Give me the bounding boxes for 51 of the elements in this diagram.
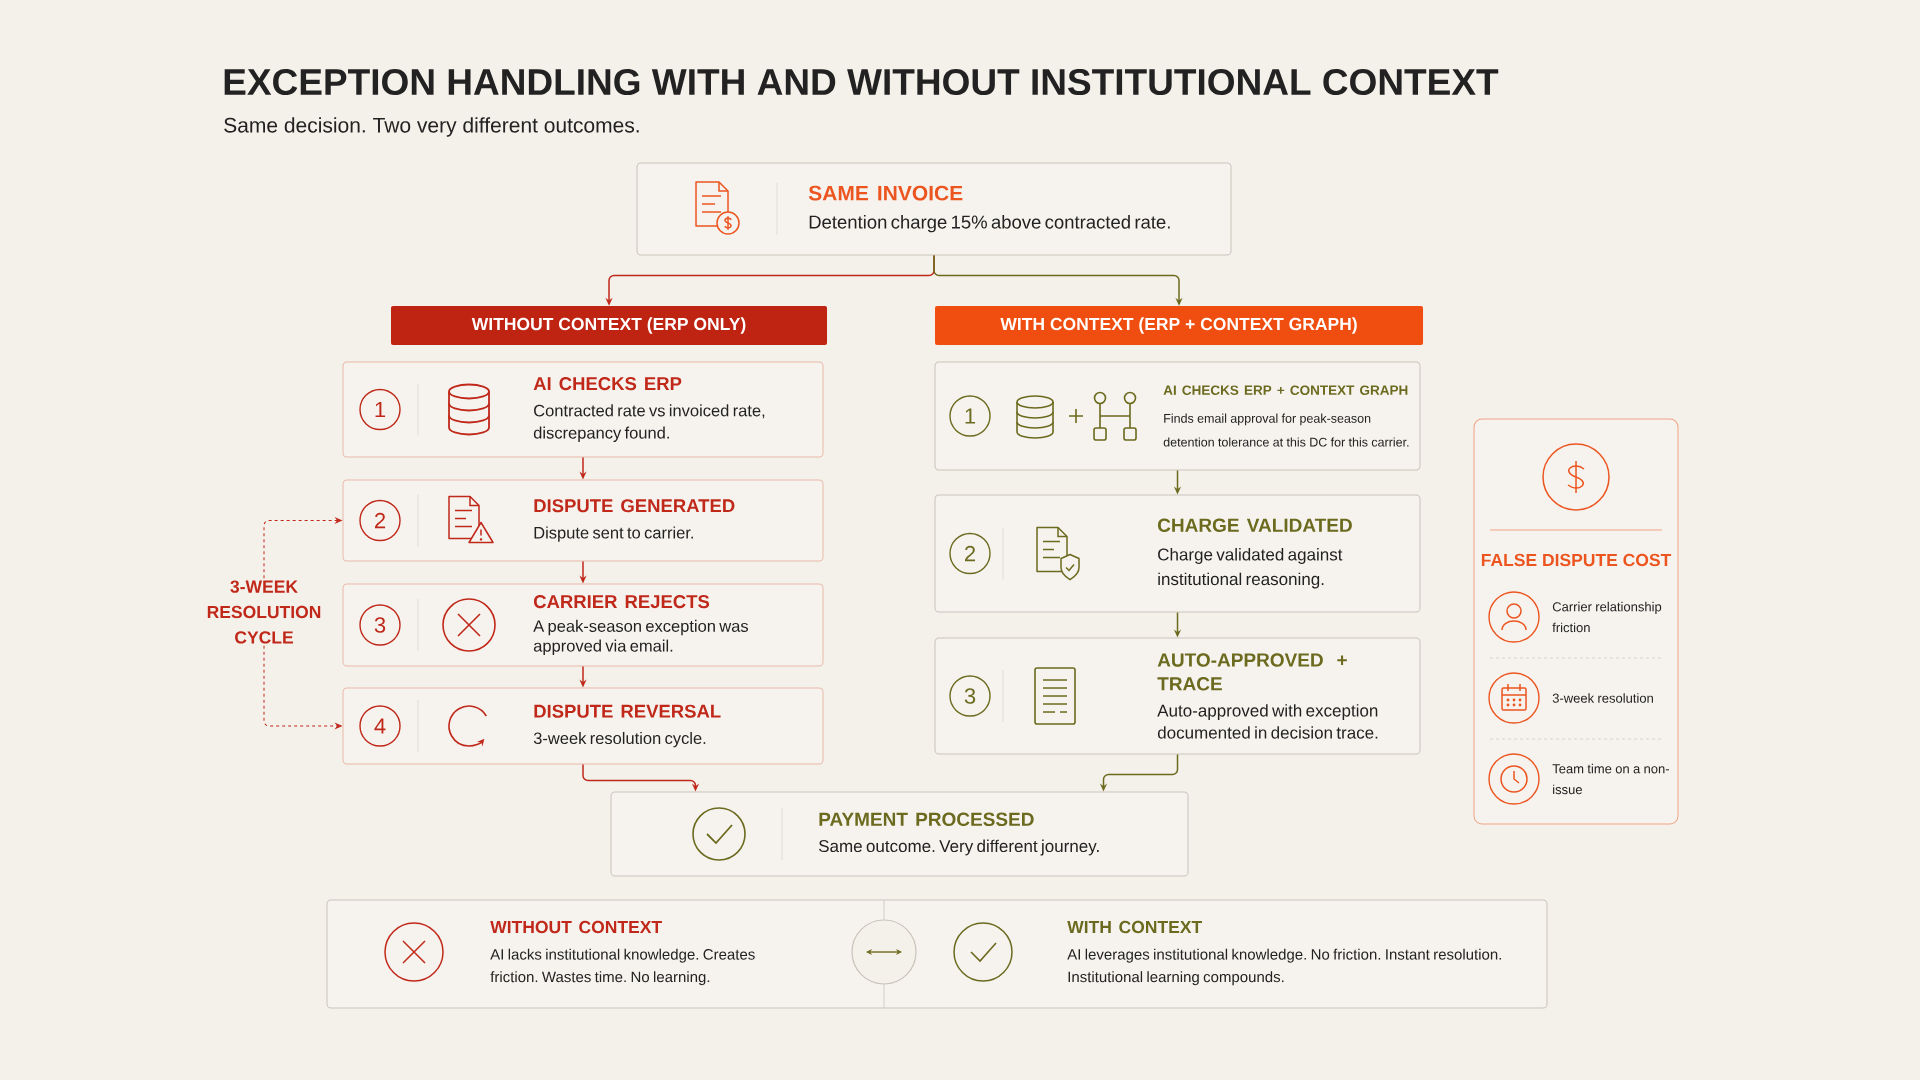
- step-number: 3: [359, 604, 401, 646]
- step-box: [934, 494, 1421, 613]
- body-text: Same outcome. Very different journey.: [819, 839, 1099, 856]
- heading: AI CHECKS ERP + CONTEXT GRAPH: [1163, 385, 1408, 395]
- heading: PAYMENT PROCESSED: [819, 812, 1034, 826]
- step-number: 3: [949, 675, 991, 717]
- step-number: 2: [949, 532, 991, 575]
- comparison-box: [326, 899, 1548, 1009]
- heading: WITHOUT CONTEXT: [490, 920, 662, 934]
- body-text: AI lacks institutional knowledge. Creates friction. Wastes time. No learning.: [490, 948, 755, 986]
- subtitle: Same decision. Two very different outcomes.: [224, 117, 639, 137]
- step-box: [342, 687, 824, 765]
- step-number: 4: [359, 705, 401, 747]
- body-text: Finds email approval for peak-season detention tolerance at this DC for this carrier.: [1163, 413, 1409, 447]
- body-text: Charge validated against institutional reasoning.: [1158, 548, 1343, 589]
- header-bar: WITH CONTEXT (ERP + CONTEXT GRAPH): [935, 306, 1423, 345]
- step-box: [342, 361, 824, 458]
- heading: CARRIER REJECTS: [533, 595, 710, 609]
- body-text: AI leverages institutional knowledge. No friction. Instant resolution. Institutional learning compounds.: [1067, 948, 1501, 986]
- step-number: 2: [359, 499, 401, 542]
- heading: DISPUTE REVERSAL: [534, 704, 721, 718]
- item-text: 3-week resolution: [1552, 693, 1653, 703]
- side-label: 3-WEEK RESOLUTION CYCLE: [207, 580, 321, 644]
- heading: SAME INVOICE: [808, 185, 963, 201]
- step-number: 1: [949, 395, 991, 437]
- step-number: 1: [359, 388, 401, 431]
- body-text: 3-week resolution cycle.: [533, 731, 706, 748]
- body-text: Dispute sent to carrier.: [534, 526, 693, 542]
- heading: CHARGE VALIDATED: [1158, 518, 1352, 532]
- cost-card: [1473, 418, 1679, 825]
- step-box: [934, 637, 1421, 755]
- title: EXCEPTION HANDLING WITH AND WITHOUT INSTITUTIONAL CONTEXT: [224, 68, 1499, 96]
- header-bar: WITHOUT CONTEXT (ERP ONLY): [391, 306, 827, 345]
- arrow: [263, 645, 342, 729]
- step-box: [610, 791, 1189, 877]
- heading: AUTO-APPROVED + TRACE: [1157, 653, 1347, 691]
- arrow: [263, 517, 342, 579]
- step-box: [934, 361, 1421, 471]
- step-box: [342, 583, 824, 667]
- body-text: Detention charge 15% above contracted rate.: [809, 215, 1170, 233]
- body-text: Auto-approved with exception documented in decision trace.: [1157, 704, 1378, 739]
- item-text: Team time on a non-issue: [1552, 763, 1669, 795]
- heading: FALSE DISPUTE COST: [1481, 553, 1672, 567]
- heading: WITH CONTEXT: [1067, 920, 1202, 934]
- heading: DISPUTE GENERATED: [534, 499, 735, 513]
- item-text: Carrier relationship friction: [1552, 601, 1662, 633]
- step-box: [342, 479, 824, 562]
- body-text: Contracted rate vs invoiced rate, discrepancy found.: [533, 404, 765, 442]
- heading: AI CHECKS ERP: [533, 377, 682, 391]
- step-box: [636, 162, 1232, 256]
- body-text: A peak-season exception was approved via email.: [533, 619, 748, 655]
